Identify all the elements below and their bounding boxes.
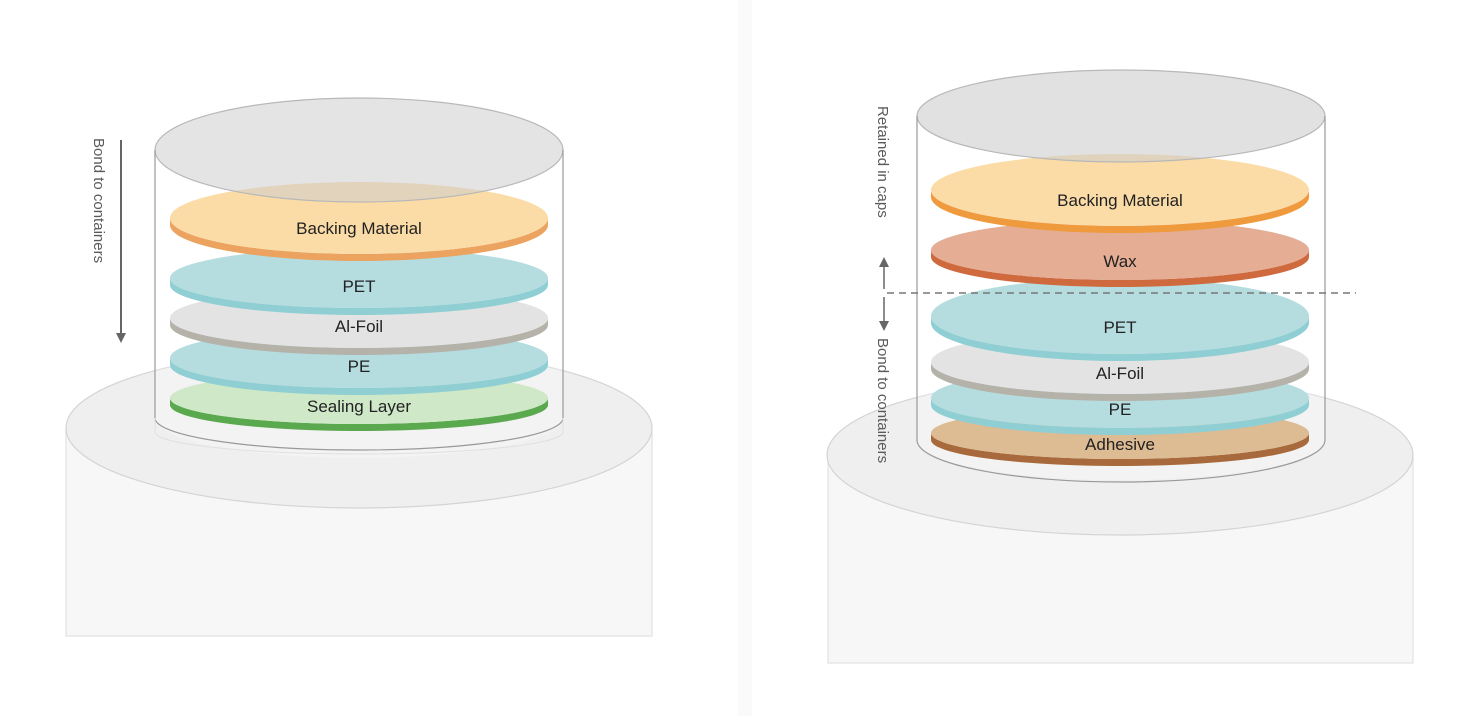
layer-face-left-backing-material bbox=[170, 182, 548, 254]
layer-face-right-backing-material bbox=[931, 154, 1309, 226]
right-side-annotation: Retained in caps Bond to containers bbox=[874, 106, 891, 463]
layer-edge-left-backing-material bbox=[170, 218, 548, 261]
right-layer-stack: Adhesive PE Al-Foil PET Wax Backing Material bbox=[931, 154, 1309, 466]
layer-face-right-wax bbox=[931, 220, 1309, 280]
layer-right-wax: Wax bbox=[931, 220, 1309, 287]
left-side-label: Bond to containers bbox=[90, 138, 107, 263]
layer-label-right-pe: PE bbox=[1109, 400, 1132, 419]
right-bond-label: Bond to containers bbox=[874, 338, 891, 463]
layer-edge-right-wax bbox=[931, 250, 1309, 287]
layer-label-left-pe: PE bbox=[348, 357, 371, 376]
left-diagram: Sealing Layer PE Al-Foil PET Backing Materia… bbox=[65, 97, 653, 637]
panel-divider bbox=[738, 0, 752, 716]
retained-in-caps-label: Retained in caps bbox=[874, 106, 891, 218]
layer-label-left-backing-material: Backing Material bbox=[296, 219, 422, 238]
layer-label-right-backing-material: Backing Material bbox=[1057, 191, 1183, 210]
layer-edge-left-pet bbox=[170, 278, 548, 315]
layer-face-left-pet bbox=[170, 248, 548, 308]
layer-label-left-pet: PET bbox=[342, 277, 375, 296]
layer-label-right-adhesive: Adhesive bbox=[1085, 435, 1155, 454]
left-side-annotation: Bond to containers bbox=[90, 138, 126, 343]
layer-label-right-al-foil: Al-Foil bbox=[1096, 364, 1144, 383]
layer-right-pet: PET bbox=[931, 278, 1309, 361]
layer-edge-right-al-foil bbox=[931, 362, 1309, 401]
layer-left-backing-material: Backing Material bbox=[170, 182, 548, 261]
layer-label-right-pet: PET bbox=[1103, 318, 1136, 337]
left-layer-stack: Sealing Layer PE Al-Foil PET Backing Materia… bbox=[170, 182, 548, 431]
layer-edge-left-sealing-layer bbox=[170, 398, 548, 431]
layer-label-left-al-foil: Al-Foil bbox=[335, 317, 383, 336]
layer-edge-right-pet bbox=[931, 316, 1309, 361]
layer-edge-right-adhesive bbox=[931, 433, 1309, 466]
layer-face-right-pet bbox=[931, 278, 1309, 354]
layer-left-pet: PET bbox=[170, 248, 548, 315]
layer-edge-left-al-foil bbox=[170, 318, 548, 355]
layer-edge-right-backing-material bbox=[931, 190, 1309, 233]
layer-label-right-wax: Wax bbox=[1103, 252, 1137, 271]
layer-right-backing-material: Backing Material bbox=[931, 154, 1309, 233]
layer-edge-left-pe bbox=[170, 358, 548, 395]
layer-label-left-sealing-layer: Sealing Layer bbox=[307, 397, 411, 416]
left-cylinder-outline bbox=[154, 97, 564, 455]
right-cylinder-outline bbox=[916, 69, 1326, 483]
layer-edge-right-pe bbox=[931, 398, 1309, 435]
